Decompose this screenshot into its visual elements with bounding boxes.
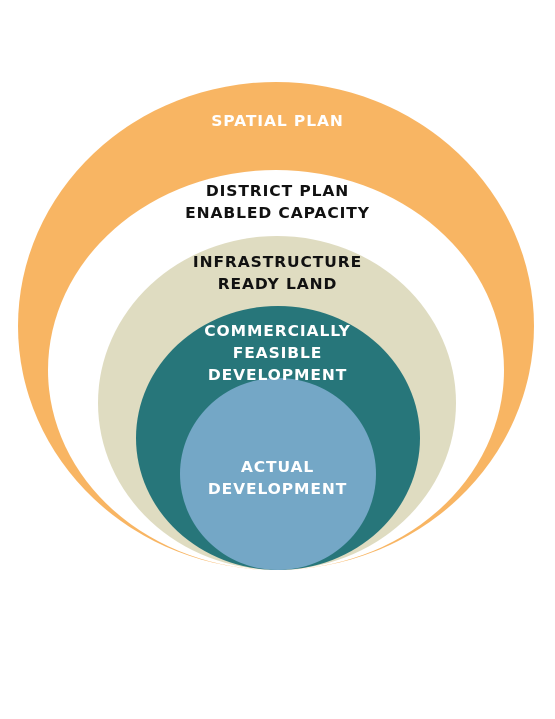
district-plan-label: DISTRICT PLAN ENABLED CAPACITY xyxy=(0,180,555,224)
infrastructure-label-line: INFRASTRUCTURE xyxy=(192,253,363,271)
district-plan-label-line: DISTRICT PLAN xyxy=(205,182,350,200)
spatial-plan-label: SPATIAL PLAN xyxy=(0,110,555,132)
district-plan-label-line: ENABLED CAPACITY xyxy=(185,204,370,222)
infrastructure-label-line: READY LAND xyxy=(217,275,338,293)
actual-development-label: ACTUAL DEVELOPMENT xyxy=(0,456,555,500)
spatial-plan-label-line: SPATIAL PLAN xyxy=(211,112,344,130)
commercially-feasible-label-line: DEVELOPMENT xyxy=(207,366,348,384)
commercially-feasible-label-line: FEASIBLE xyxy=(232,344,323,362)
commercially-feasible-label-line: COMMERCIALLY xyxy=(204,322,351,340)
actual-development-label-line: DEVELOPMENT xyxy=(207,480,348,498)
actual-development-label-line: ACTUAL xyxy=(240,458,315,476)
infrastructure-label: INFRASTRUCTURE READY LAND xyxy=(0,251,555,295)
commercially-feasible-label: COMMERCIALLY FEASIBLE DEVELOPMENT xyxy=(0,320,555,386)
actual-development-circle xyxy=(180,378,376,570)
